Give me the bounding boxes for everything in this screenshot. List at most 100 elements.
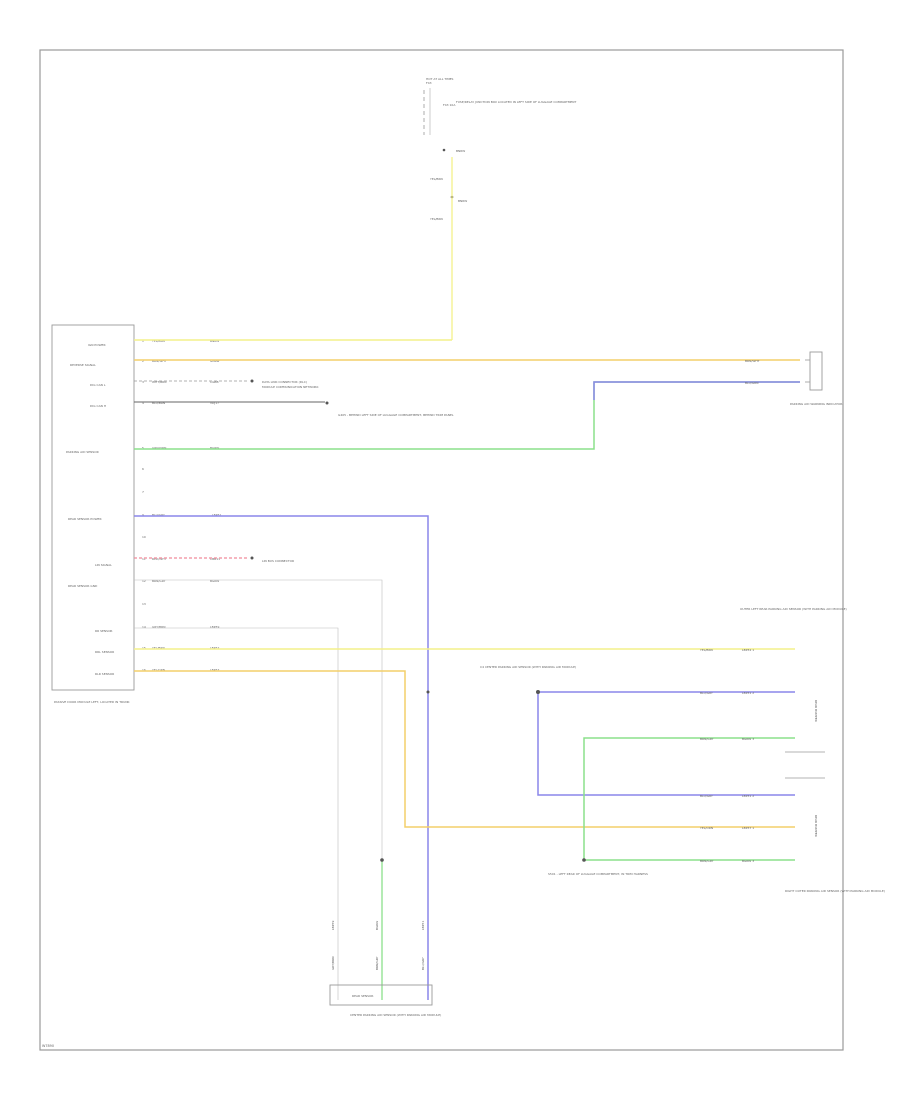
pin-label: IGN POWER: [88, 343, 106, 347]
pin-label: RLR SENSOR: [95, 672, 114, 676]
rs-circuit-6: BGRW 3: [742, 859, 754, 863]
pin-wire: YEL/BRN: [152, 339, 165, 343]
bs-circuit-2: BGRW: [375, 921, 379, 930]
pin-wire: BLU/GRY: [152, 513, 165, 517]
pin-circuit: CGBB: [210, 380, 219, 384]
pin-num: 5: [142, 446, 144, 450]
ground-note: G405 - BEHIND LEFT SIDE OF LUGGAGE COMPA…: [338, 413, 454, 417]
pin-wire: WHT/BRN: [152, 380, 166, 384]
wire-pin14: [134, 627, 339, 1000]
pin-circuit: BGRW: [210, 579, 219, 583]
pin-circuit: GNRW: [210, 359, 220, 363]
rs-circuit-4: LBP31 2: [742, 794, 754, 798]
pin-label: DIG CAN H: [90, 404, 106, 408]
footer-code: W7890: [42, 1044, 54, 1048]
pin-wire: RED/WHT: [152, 557, 167, 561]
pin-num: 9: [142, 513, 144, 517]
rs-circuit-3: BGRW 3: [742, 737, 754, 741]
rs-wire-3: BRN/GRY: [700, 737, 714, 741]
pin-circuit: BNRW: [210, 339, 219, 343]
center-sensor-note: C4 CENTER PARKING AID SENSOR (WITH PARKI…: [480, 665, 576, 669]
pin-label: DIG CAN L: [90, 383, 106, 387]
pin-label: REVERSE SIGNAL: [70, 363, 96, 367]
pin-circuit: LBP39: [210, 625, 219, 629]
pin-circuit: BGRW: [210, 446, 219, 450]
pin-num: 14: [142, 625, 146, 629]
rs-wire-6: BRN/GRY: [700, 859, 714, 863]
right-conn-label: PARKING AID WARNING INDICATOR: [790, 402, 842, 406]
splice-ref-1: DATA LINK CONNECTOR (DLC): [262, 380, 307, 384]
pin-num: 15: [142, 646, 146, 650]
pin-num: 13: [142, 602, 146, 606]
fuse-title: HOT AT ALL TIMES: [426, 77, 454, 81]
pin-circuit: LBP31: [212, 513, 221, 517]
rs-wire-1: YEL/BRN: [700, 648, 713, 652]
pin-wire: BLU/BRN: [152, 401, 165, 405]
pin-num: 6: [142, 467, 144, 471]
rs-circuit-1: LBP32 1: [742, 648, 754, 652]
pin-num: 11: [142, 557, 146, 561]
splice-ref-2: MODULE COMMUNICATION NETWORK: [262, 385, 320, 389]
fuse-title-2: F43: [426, 81, 432, 85]
module-pins: IGN POWER 1 YEL/BRN BNRW REVERSE SIGNAL …: [66, 339, 221, 676]
rear-bumper-label-2: REAR BUMPER: [814, 815, 818, 837]
right-conn-wire-bottom: BLU/GRN: [745, 381, 758, 385]
pin-label: REAR SENSOR POWER: [68, 517, 102, 521]
wire-pin12: [134, 579, 383, 860]
wire-splice-loop: [537, 692, 795, 796]
wire-pin5: [134, 381, 800, 450]
passive-door-module: [51, 324, 135, 691]
pin-num: 10: [142, 535, 146, 539]
bs-wire-2: BRN/GRY: [375, 956, 379, 970]
wire-pin5-blue: [593, 381, 800, 400]
bs-circuit-3: LBP31: [421, 921, 425, 930]
pin-label: RR SENSOR: [95, 629, 113, 633]
bs-wire-3: BLU/GRY: [421, 957, 425, 970]
pin-wire: GRY/BRN: [152, 625, 165, 629]
diagram-frame: [39, 49, 844, 1051]
rear-bumper-label-1: REAR BUMPER: [814, 700, 818, 722]
pin-label: RRL SENSOR: [95, 650, 114, 654]
pin-num: 1: [142, 339, 144, 343]
bs-wire-1: GRY/BRN: [331, 957, 335, 970]
pin-circuit: CBB11: [210, 557, 220, 561]
pin-circuit: LBP32: [210, 646, 219, 650]
pin-wire: BRN/GRY: [152, 579, 166, 583]
right-outer-sensor-note: RIGHT OUTER PARKING AID SENSOR (WITH PAR…: [785, 889, 885, 893]
pin-label: PARKING AID SENSOR: [66, 450, 99, 454]
fuse-wire-1: YEL/BRN: [430, 177, 443, 181]
wire-pin9: [134, 515, 429, 1000]
pin-num: 12: [142, 579, 146, 583]
wire-pin16: [134, 670, 795, 828]
module-caption: PASSIVE DOOR MODULE LEFT, LOCATED IN TRU…: [54, 700, 131, 704]
right-connector: BRN/WHT BLU/GRN PARKING AID WARNING INDI…: [745, 351, 842, 406]
pin-wire: BRN/WHT: [152, 359, 167, 363]
pin-num: 16: [142, 668, 146, 672]
g-splice-note: S501 - LEFT REAR OF LUGGAGE COMPARTMENT,…: [548, 872, 648, 876]
fuse-pin-label: BNRW: [456, 149, 465, 153]
pin-num: 4: [142, 401, 144, 405]
wire-green-up: [583, 737, 795, 860]
pin-wire: YEL/BRN: [152, 646, 165, 650]
rs-wire-4: BLU/GRY: [700, 794, 713, 798]
pin-num: 7: [142, 490, 144, 494]
pin-num: 2: [142, 359, 144, 363]
pin-wire: YEL/ORN: [152, 668, 165, 672]
bs-circuit-1: LBP39: [331, 921, 335, 930]
rs-circuit-5: LBP37 1: [742, 826, 754, 830]
pin-circuit: LBP37: [210, 668, 219, 672]
pin-label: LIN SIGNAL: [95, 563, 112, 567]
right-conn-wire-top: BRN/WHT: [745, 359, 760, 363]
pin-wire: GRN/ORN: [152, 446, 166, 450]
fuse-block: HOT AT ALL TIMES F43 FUSE/RELAY JUNCTION…: [423, 77, 577, 340]
fuse-note: FUSE/RELAY JUNCTION BOX LOCATED IN LEFT …: [456, 100, 577, 104]
fuse-wire-2: YEL/BRN: [430, 217, 443, 221]
rs-circuit-2: LBP31 2: [742, 691, 754, 695]
pin-label: REAR SENSOR GND: [68, 584, 98, 588]
rs-wire-2: BLU/GRY: [700, 691, 713, 695]
fuse-label: F43 10A: [443, 103, 456, 107]
rs-wire-5: YEL/ORN: [700, 826, 713, 830]
fuse-mid-label: BNRW: [458, 199, 467, 203]
bottom-sensor-label: REAR SENSOR: [352, 994, 373, 998]
outer-left-sensor-note: OUTER LEFT REAR PARKING AID SENSOR (WITH…: [740, 607, 847, 611]
